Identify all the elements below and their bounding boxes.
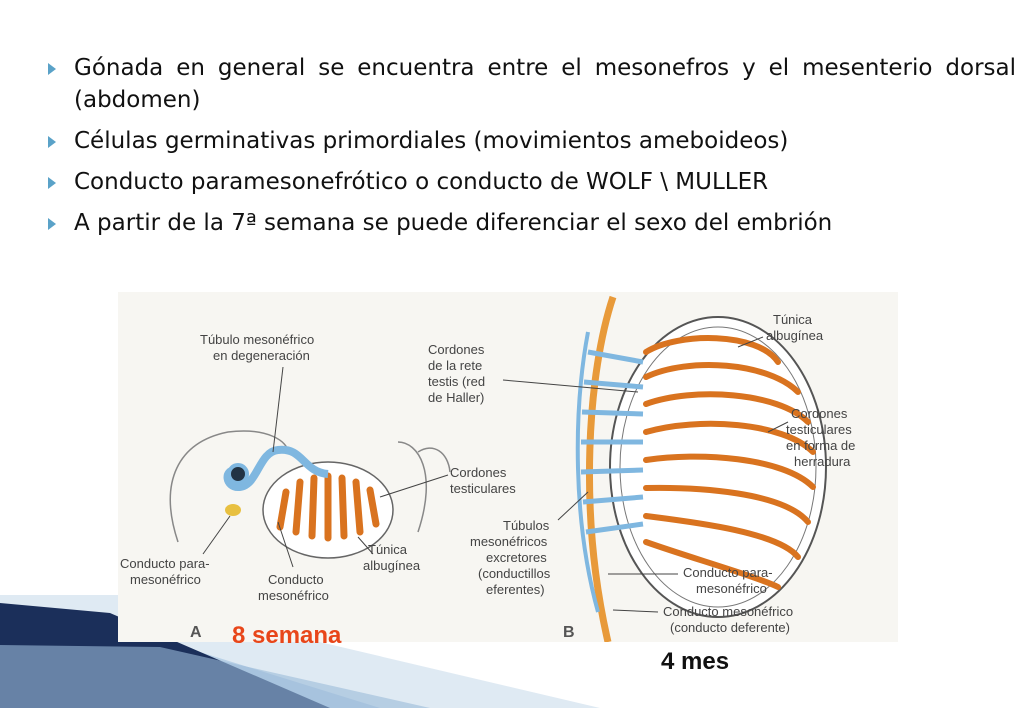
caption-8-semana: 8 semana (232, 622, 342, 649)
label-rete-3: testis (red (428, 374, 485, 389)
label-tubulo-degeneracion: en degeneración (213, 348, 310, 363)
label-cord-b-3: en forma de (786, 438, 855, 453)
label-para-a-2: mesonéfrico (130, 572, 201, 587)
label-rete-4: de Haller) (428, 390, 484, 405)
label-rete-1: Cordones (428, 342, 485, 357)
label-tunica-a-2: albugínea (363, 558, 421, 573)
bullet-item: A partir de la 7ª semana se puede difere… (48, 207, 1016, 239)
label-tunica-b-2: albugínea (766, 328, 824, 343)
figure-svg: Túbulo mesonéfrico en degeneración Cordo… (120, 295, 855, 643)
label-meso-a-1: Conducto (268, 572, 324, 587)
label-tub-b-3: excretores (486, 550, 547, 565)
label-tub-b-4: (conductillos (478, 566, 551, 581)
bullet-item: Gónada en general se encuentra entre el … (48, 52, 1016, 116)
panel-b-letter: B (563, 624, 575, 641)
label-para-b-2: mesonéfrico (696, 581, 767, 596)
label-tubulo-mesonefrico: Túbulo mesonéfrico (200, 332, 314, 347)
label-meso-a-2: mesonéfrico (258, 588, 329, 603)
bullet-arrow-icon (48, 136, 56, 148)
label-meso-b-2: (conducto deferente) (670, 620, 790, 635)
label-tunica-b-1: Túnica (773, 312, 813, 327)
label-tub-b-5: eferentes) (486, 582, 545, 597)
label-rete-2: de la rete (428, 358, 482, 373)
bullet-arrow-icon (48, 218, 56, 230)
panel-a-letter: A (190, 624, 202, 641)
bullet-text: Conducto paramesonefrótico o conducto de… (74, 169, 769, 195)
label-cord-b-4: herradura (794, 454, 851, 469)
bullet-item: Células germinativas primordiales (movim… (48, 125, 1016, 157)
label-cordones-a-2: testiculares (450, 481, 516, 496)
label-tub-b-1: Túbulos (503, 518, 550, 533)
panel-a-drawing (169, 366, 451, 568)
label-para-b-1: Conducto para- (683, 565, 773, 580)
embryo-gonad-figure: Túbulo mesonéfrico en degeneración Cordo… (118, 292, 898, 643)
caption-4-mes: 4 mes (661, 648, 730, 675)
bullet-arrow-icon (48, 63, 56, 75)
bullet-list: Gónada en general se encuentra entre el … (48, 52, 1016, 248)
label-cordones-a-1: Cordones (450, 465, 507, 480)
bullet-arrow-icon (48, 177, 56, 189)
label-cord-b-2: testiculares (786, 422, 852, 437)
bullet-text: A partir de la 7ª semana se puede difere… (74, 210, 833, 236)
bullet-item: Conducto paramesonefrótico o conducto de… (48, 166, 1016, 198)
bullet-text: Células germinativas primordiales (movim… (74, 128, 789, 154)
label-meso-b-1: Conducto mesonéfrico (663, 604, 793, 619)
label-para-a-1: Conducto para- (120, 556, 210, 571)
bullet-text: Gónada en general se encuentra entre el … (74, 55, 1016, 113)
label-tub-b-2: mesonéfricos (470, 534, 548, 549)
label-tunica-a-1: Túnica (368, 542, 408, 557)
label-cord-b-1: Cordones (791, 406, 848, 421)
panel-b-drawing (502, 295, 827, 643)
